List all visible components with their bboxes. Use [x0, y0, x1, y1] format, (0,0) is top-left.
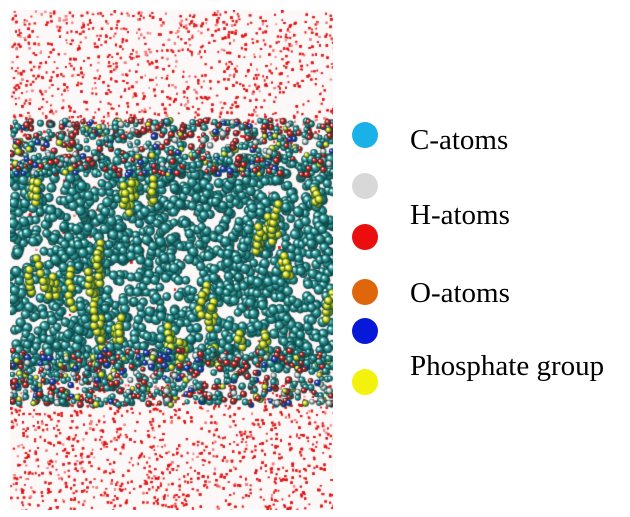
- legend-label-o-atoms: O-atoms: [410, 277, 510, 309]
- legend-swatch-h: [352, 173, 378, 199]
- legend-swatch-c: [352, 122, 378, 148]
- legend-swatch-y: [352, 369, 378, 395]
- legend-label-h-atoms: H-atoms: [410, 199, 510, 231]
- legend-label-phosphate-group: Phosphate group: [410, 350, 605, 382]
- lipid-bilayer-snapshot: [10, 10, 333, 510]
- legend-label-c-atoms: C-atoms: [410, 124, 509, 156]
- lipid-bilayer-canvas: [10, 10, 333, 510]
- legend-swatch-n: [352, 279, 378, 305]
- legend-swatch-p: [352, 318, 378, 344]
- legend-swatch-o: [352, 224, 378, 250]
